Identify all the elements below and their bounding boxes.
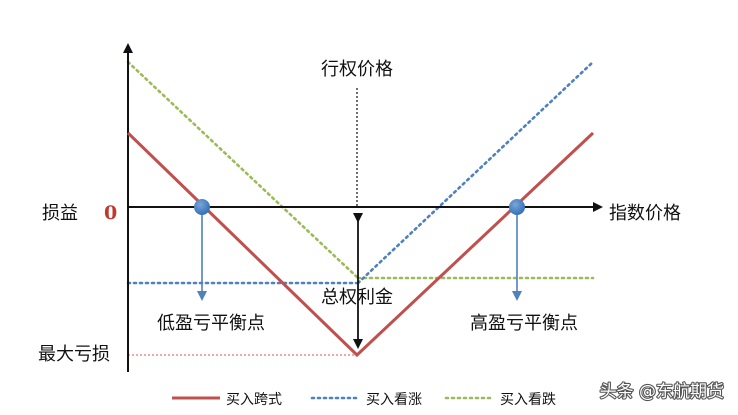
watermark: 头条 @东航期货 bbox=[600, 382, 724, 402]
low-breakeven-point bbox=[194, 199, 210, 215]
low-breakeven-label: 低盈亏平衡点 bbox=[157, 313, 265, 334]
y-axis-label: 损益 bbox=[42, 203, 78, 224]
max-loss-label: 最大亏损 bbox=[38, 344, 110, 365]
legend: 买入跨式 买入看涨 买入看跌 bbox=[172, 392, 556, 408]
legend-label-buy-call: 买入看涨 bbox=[366, 392, 422, 408]
legend-label-buy-put: 买入看跌 bbox=[500, 392, 556, 408]
x-axis-label: 指数价格 bbox=[609, 203, 681, 224]
high-breakeven-label: 高盈亏平衡点 bbox=[470, 313, 578, 334]
buy-put-payoff-line bbox=[126, 60, 595, 280]
high-breakeven-point bbox=[509, 199, 525, 215]
buy-call-payoff-line bbox=[126, 60, 595, 285]
total-premium-label: 总权利金 bbox=[321, 287, 393, 308]
zero-label: 0 bbox=[104, 202, 117, 224]
strike-price-label: 行权价格 bbox=[321, 59, 393, 80]
legend-label-buy-straddle: 买入跨式 bbox=[226, 392, 282, 408]
